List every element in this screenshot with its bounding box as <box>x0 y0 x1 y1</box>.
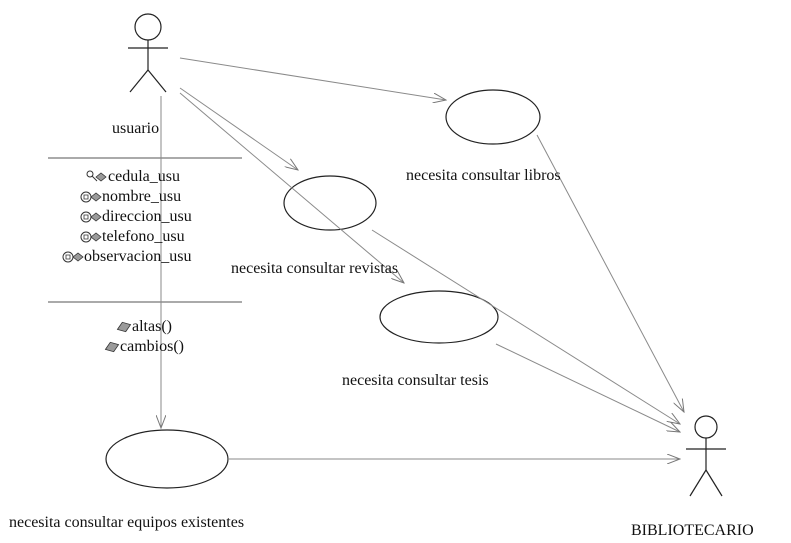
use-case-libros-label: necesita consultar libros <box>406 167 561 184</box>
operation-icon <box>116 320 132 334</box>
attribute-row-telefono[interactable]: telefono_usu <box>62 227 192 247</box>
use-case-equipos-label: necesita consultar equipos existentes <box>9 514 245 531</box>
attribute-icon <box>80 210 102 224</box>
actor-bibliotecario-label: BIBLIOTECARIO <box>631 522 754 539</box>
attribute-name: observacion_usu <box>84 248 192 265</box>
use-case-revistas-ellipse[interactable] <box>283 175 377 231</box>
assoc-usuario-tesis[interactable] <box>179 92 404 283</box>
attribute-icon <box>80 230 102 244</box>
attribute-icon <box>62 250 84 264</box>
operation-name: altas() <box>132 318 172 335</box>
actor-bibliotecario-figure[interactable] <box>686 415 726 497</box>
use-case-tesis-ellipse[interactable] <box>379 290 499 344</box>
attribute-row-observacion[interactable]: observacion_usu <box>62 247 192 267</box>
attribute-row-cedula[interactable]: cedula_usu <box>62 167 192 187</box>
class-attribute-list: cedula_usu nombre_usu direccion_usu <box>62 167 192 267</box>
attribute-name: direccion_usu <box>102 208 192 225</box>
attribute-name: nombre_usu <box>102 188 182 205</box>
operation-row-cambios[interactable]: cambios() <box>104 337 184 357</box>
use-case-libros-ellipse[interactable] <box>445 89 541 145</box>
use-case-tesis-label: necesita consultar tesis <box>342 372 489 389</box>
operation-icon <box>104 340 120 354</box>
attribute-row-direccion[interactable]: direccion_usu <box>62 207 192 227</box>
attribute-row-nombre[interactable]: nombre_usu <box>62 187 192 207</box>
attribute-name: telefono_usu <box>102 228 185 245</box>
attribute-icon <box>80 190 102 204</box>
use-case-revistas-label: necesita consultar revistas <box>231 260 399 277</box>
actor-usuario-figure[interactable] <box>128 13 168 93</box>
assoc-usuario-libros[interactable] <box>179 57 446 100</box>
assoc-tesis-bibliotecario[interactable] <box>495 343 680 432</box>
attribute-name: cedula_usu <box>108 168 180 185</box>
assoc-revistas-bibliotecario[interactable] <box>371 229 680 424</box>
assoc-usuario-revistas[interactable] <box>179 87 298 170</box>
class-operation-list: altas() cambios() <box>104 317 184 357</box>
assoc-libros-bibliotecario[interactable] <box>536 134 684 412</box>
key-attribute-icon <box>86 170 108 184</box>
use-case-equipos-ellipse[interactable] <box>105 429 229 489</box>
operation-name: cambios() <box>120 338 184 355</box>
operation-row-altas[interactable]: altas() <box>104 317 184 337</box>
actor-usuario-label: usuario <box>112 120 160 137</box>
